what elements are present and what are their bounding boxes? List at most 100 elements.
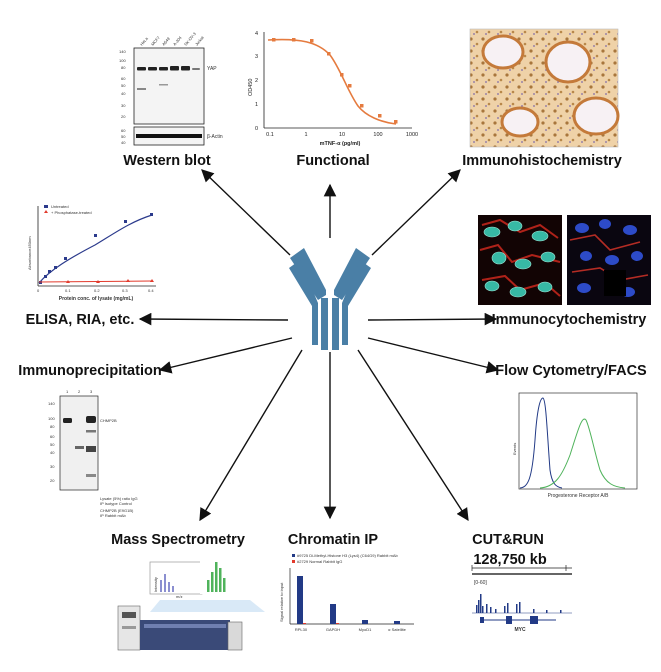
svg-text:3: 3 bbox=[255, 54, 258, 60]
ip-lane-labels: 1 2 3 bbox=[66, 389, 93, 394]
chip-chart: #9725 Di-Methyl-Histone H3 (Lys4) (C64G9… bbox=[279, 553, 414, 632]
technique-labels: Western blot Functional Immunohistochemi… bbox=[18, 153, 647, 548]
cutrun-coordinate: 128,750 kb bbox=[473, 552, 547, 568]
svg-text:1: 1 bbox=[66, 389, 69, 394]
label-mass-spectrometry: Mass Spectrometry bbox=[111, 532, 245, 548]
functional-plot: 0 1 2 3 4 0.1 1 10 100 1000 OD450 mTNF-α… bbox=[248, 31, 418, 147]
svg-text:100: 100 bbox=[373, 132, 382, 138]
cutrun-track: 128,750 kb [0-60] MYC bbox=[471, 552, 572, 633]
antibody-icon bbox=[289, 248, 371, 350]
svg-text:60: 60 bbox=[121, 76, 126, 81]
svg-text:100: 100 bbox=[119, 58, 126, 63]
ip-blot-image: 1 2 3 140 100 80 60 50 40 30 20 CHMP2B L… bbox=[48, 389, 138, 518]
svg-text:100: 100 bbox=[48, 416, 55, 421]
arrow-immunoprecipitation bbox=[158, 337, 293, 374]
svg-text:20: 20 bbox=[121, 114, 126, 119]
arrow-flow-cytometry bbox=[367, 337, 500, 374]
svg-text:40: 40 bbox=[121, 140, 126, 145]
svg-text:50: 50 bbox=[121, 83, 126, 88]
svg-text:140: 140 bbox=[48, 401, 55, 406]
ip-band-label: CHMP2B bbox=[100, 418, 117, 423]
svg-text:+ Phosphatase-treated: + Phosphatase-treated bbox=[51, 210, 92, 215]
svg-text:IP Rabbit mAb: IP Rabbit mAb bbox=[100, 513, 126, 518]
svg-text:0: 0 bbox=[255, 126, 258, 132]
svg-text:α Satellite: α Satellite bbox=[388, 627, 406, 632]
svg-text:3: 3 bbox=[90, 389, 93, 394]
western-band-label-2: β-Actin bbox=[207, 134, 223, 140]
svg-text:1000: 1000 bbox=[406, 132, 418, 138]
svg-text:0.3: 0.3 bbox=[122, 288, 128, 293]
svg-text:GAPDH: GAPDH bbox=[326, 627, 340, 632]
svg-text:60: 60 bbox=[121, 128, 126, 133]
flow-cytometry-plot: Events Progesterone Receptor A/B bbox=[512, 392, 638, 499]
label-elisa: ELISA, RIA, etc. bbox=[26, 312, 135, 328]
svg-text:30: 30 bbox=[50, 464, 55, 469]
functional-xticks: 0.1 1 10 100 1000 bbox=[266, 132, 418, 138]
elisa-ylabel: Absorbance450nm bbox=[27, 236, 32, 270]
elisa-xticks: 0 0.1 0.2 0.3 0.4 bbox=[37, 288, 154, 293]
label-western-blot: Western blot bbox=[123, 153, 211, 169]
svg-text:80: 80 bbox=[50, 424, 55, 429]
svg-text:RPL30: RPL30 bbox=[295, 627, 308, 632]
svg-text:0: 0 bbox=[37, 288, 40, 293]
western-mw-markers: 140 100 80 60 50 40 30 20 bbox=[119, 49, 126, 119]
svg-text:Lysate (5%) ratio IgG: Lysate (5%) ratio IgG bbox=[100, 496, 138, 501]
svg-text:IP Isotype Control: IP Isotype Control bbox=[100, 501, 132, 506]
label-flow-cytometry: Flow Cytometry/FACS bbox=[495, 363, 647, 379]
elisa-plot: Untreated + Phosphatase-treated Absorban… bbox=[27, 204, 156, 302]
functional-xlabel: mTNF-α (pg/ml) bbox=[320, 141, 361, 147]
svg-text:4: 4 bbox=[255, 31, 258, 37]
western-blot-image: HeLa MCF7 A549 A-204 SK-OV-3 Jurkat 140 … bbox=[119, 31, 223, 146]
chip-categories: RPL30 GAPDH MyoD1 α Satellite bbox=[295, 627, 407, 632]
label-immunocytochemistry: Immunocytochemistry bbox=[492, 312, 647, 328]
mass-spec-image: Intensity m/z bbox=[117, 560, 265, 651]
arrow-western-blot bbox=[201, 169, 291, 256]
arrow-elisa bbox=[138, 312, 289, 326]
svg-text:Untreated: Untreated bbox=[51, 204, 69, 209]
arrows bbox=[138, 169, 500, 522]
ip-row-labels: Lysate (5%) ratio IgG IP Isotype Control… bbox=[100, 496, 138, 518]
svg-text:30: 30 bbox=[121, 103, 126, 108]
svg-text:140: 140 bbox=[119, 49, 126, 54]
functional-ylabel: OD450 bbox=[248, 79, 254, 96]
svg-text:20: 20 bbox=[50, 478, 55, 483]
svg-text:#9725 Di-Methyl-Histone H3 (Ly: #9725 Di-Methyl-Histone H3 (Lys4) (C64G9… bbox=[297, 553, 399, 558]
label-immunoprecipitation: Immunoprecipitation bbox=[18, 363, 161, 379]
flow-xlabel: Progesterone Receptor A/B bbox=[548, 493, 610, 499]
svg-text:0.2: 0.2 bbox=[94, 288, 100, 293]
svg-text:MyoD1: MyoD1 bbox=[359, 627, 372, 632]
arrow-immunohistochemistry bbox=[371, 169, 461, 256]
svg-text:MCF7: MCF7 bbox=[150, 34, 161, 46]
arrow-mass-spectrometry bbox=[199, 349, 303, 522]
svg-text:#2729 Normal Rabbit IgG: #2729 Normal Rabbit IgG bbox=[297, 559, 342, 564]
svg-text:CHMP2B (E9G1B): CHMP2B (E9G1B) bbox=[100, 508, 134, 513]
svg-text:60: 60 bbox=[50, 434, 55, 439]
svg-text:2: 2 bbox=[255, 78, 258, 84]
svg-text:40: 40 bbox=[121, 91, 126, 96]
svg-text:HeLa: HeLa bbox=[139, 36, 149, 47]
label-immunohistochemistry: Immunohistochemistry bbox=[462, 153, 622, 169]
svg-text:40: 40 bbox=[50, 450, 55, 455]
svg-text:50: 50 bbox=[121, 134, 126, 139]
svg-text:80: 80 bbox=[121, 65, 126, 70]
cutrun-gene: MYC bbox=[514, 627, 526, 633]
svg-text:0.1: 0.1 bbox=[266, 132, 274, 138]
western-band-label: YAP bbox=[207, 66, 217, 72]
svg-text:0.1: 0.1 bbox=[65, 288, 71, 293]
mass-spec-ylabel: Intensity bbox=[153, 577, 158, 592]
svg-text:50: 50 bbox=[50, 442, 55, 447]
icc-images bbox=[478, 215, 651, 305]
cutrun-range: [0-60] bbox=[474, 580, 487, 586]
chip-ylabel: Signal relative to input bbox=[279, 582, 284, 622]
svg-text:1: 1 bbox=[304, 132, 307, 138]
svg-text:0.4: 0.4 bbox=[148, 288, 154, 293]
svg-text:1: 1 bbox=[255, 102, 258, 108]
ip-mw-markers: 140 100 80 60 50 40 30 20 bbox=[48, 401, 55, 483]
label-cut-run: CUT&RUN bbox=[472, 532, 544, 548]
arrow-cut-run bbox=[357, 349, 469, 522]
svg-text:10: 10 bbox=[339, 132, 345, 138]
ihc-image bbox=[469, 28, 620, 148]
western-mw-markers-2: 60 50 40 bbox=[121, 128, 126, 145]
svg-text:A-204: A-204 bbox=[172, 35, 183, 47]
